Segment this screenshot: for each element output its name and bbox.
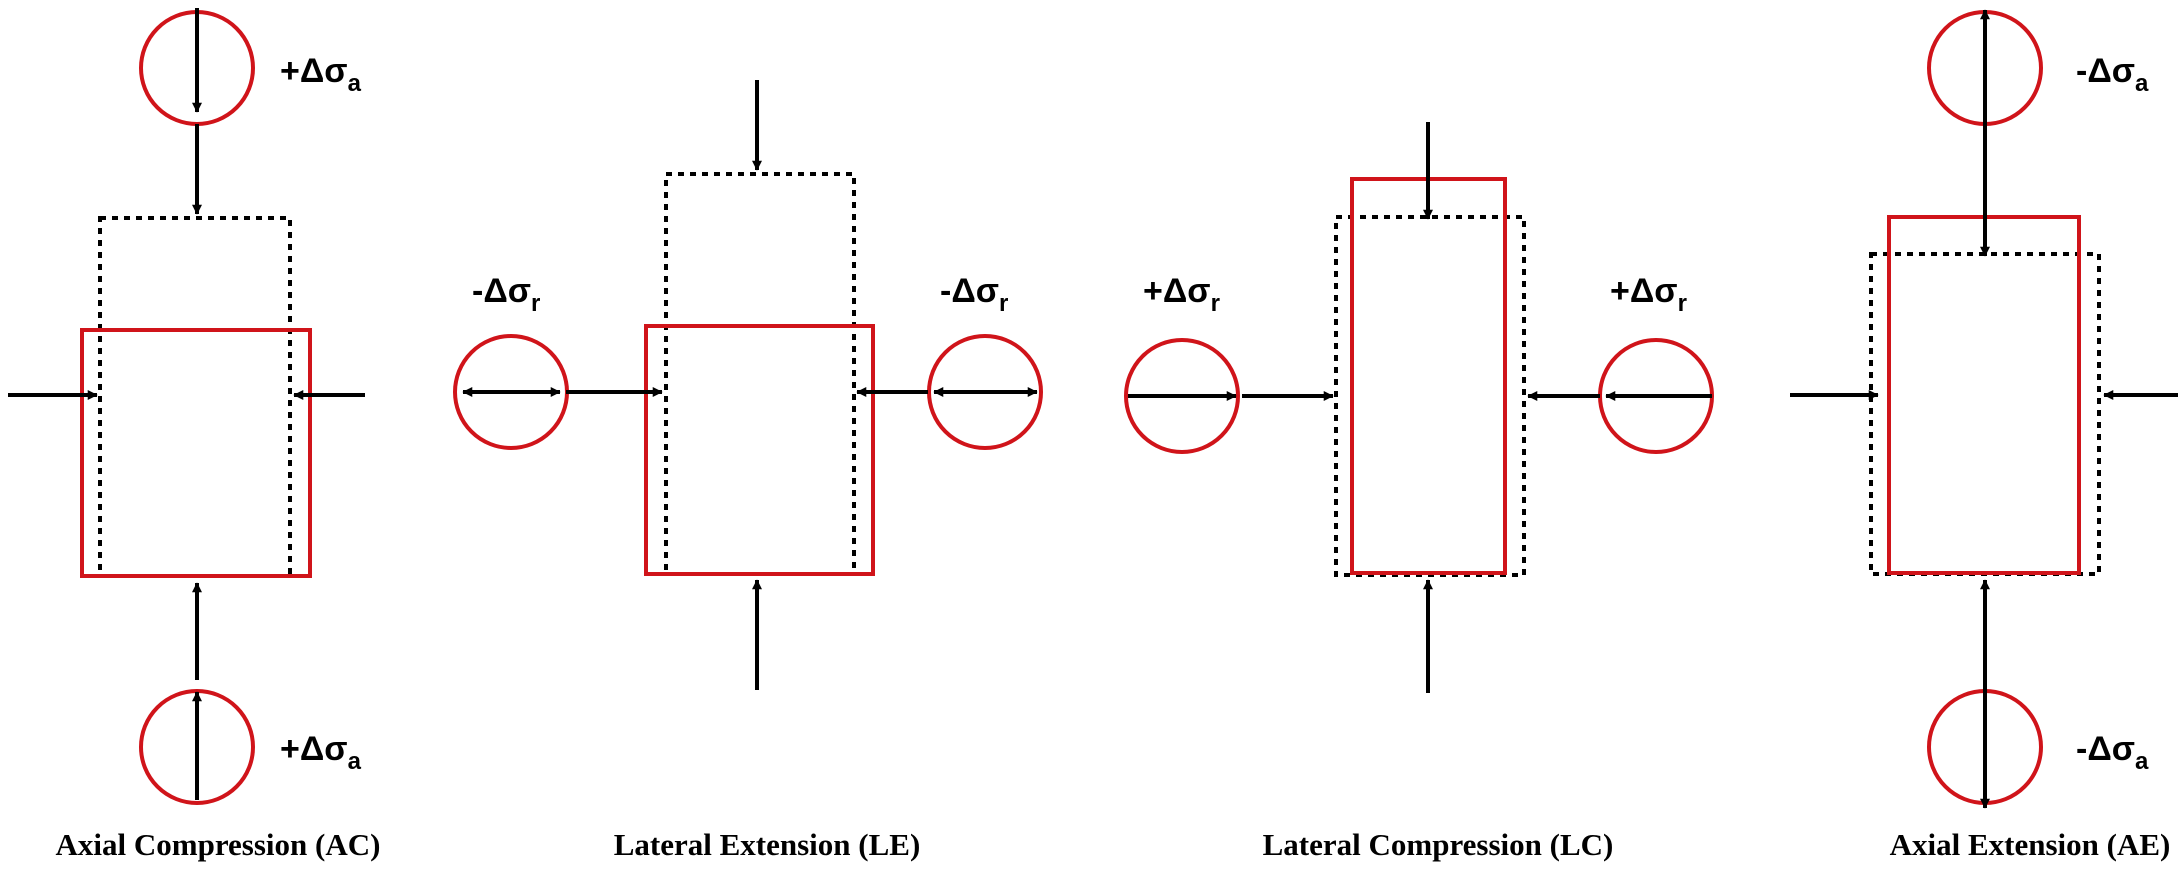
stress-label-left: -Δσr [472, 272, 540, 317]
stress-label-right: -Δσr [940, 272, 1008, 317]
panel-axial-extension: -Δσa -Δσa Axial Extension (AE) [1790, 9, 2178, 862]
final-sample-outline [644, 324, 875, 576]
stress-label-bottom: +Δσa [280, 730, 362, 775]
panel-axial-compression: +Δσa +Δσa Axial Compression (AC) [8, 8, 380, 862]
stress-label-top: +Δσa [280, 52, 362, 97]
final-sample-outline [1887, 215, 2081, 575]
panel-caption: Lateral Extension (LE) [614, 827, 921, 862]
final-sample-outline [1350, 177, 1507, 575]
initial-sample-outline [664, 172, 856, 576]
panel-lateral-compression: +Δσr +Δσr Lateral Compression (LC) [1124, 122, 1714, 862]
panel-caption: Axial Extension (AE) [1890, 827, 2171, 862]
initial-sample-outline [1334, 215, 1526, 577]
stress-circle-bottom [139, 689, 255, 805]
panel-lateral-extension: -Δσr -Δσr Lateral Extension (LE) [453, 80, 1043, 862]
stress-circle-left [1124, 338, 1240, 454]
initial-sample-outline [1869, 252, 2101, 576]
final-sample-outline [80, 328, 312, 578]
stress-label-right: +Δσr [1610, 272, 1687, 317]
panel-caption: Axial Compression (AC) [56, 827, 381, 862]
stress-label-top: -Δσa [2076, 52, 2149, 97]
stress-label-bottom: -Δσa [2076, 730, 2149, 775]
panel-caption: Lateral Compression (LC) [1263, 827, 1614, 862]
stress-circle-right [927, 334, 1043, 450]
stress-label-left: +Δσr [1143, 272, 1220, 317]
initial-sample-outline [98, 216, 292, 578]
